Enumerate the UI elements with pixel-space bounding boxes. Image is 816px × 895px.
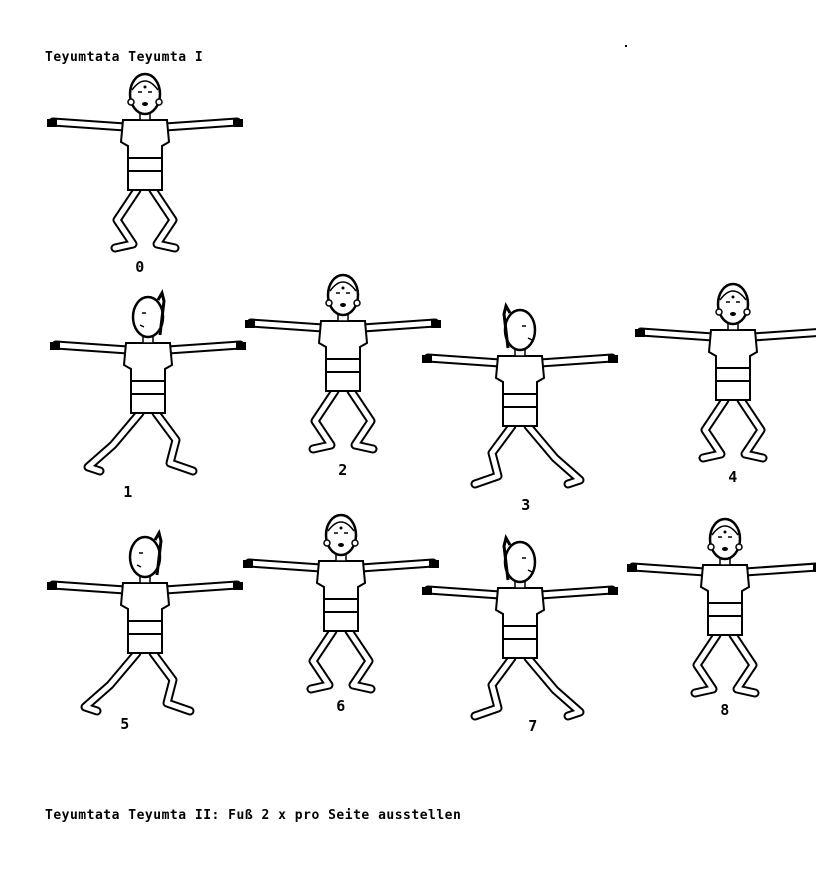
hand-icon — [47, 119, 57, 127]
hand-icon — [422, 355, 432, 363]
dancer-figure-7 — [422, 534, 618, 721]
diagram-title: Teyumtata Teyumta I — [45, 50, 204, 65]
figure-number-0: 0 — [135, 258, 145, 276]
stray-dot — [625, 45, 627, 47]
hand-icon — [422, 587, 432, 595]
dancer-figure-0 — [47, 72, 243, 253]
hand-icon — [245, 320, 255, 328]
figure-number-6: 6 — [336, 697, 346, 715]
dancer-figure-8 — [627, 517, 816, 698]
figure-number-7: 7 — [528, 717, 538, 735]
figure-number-1: 1 — [123, 483, 133, 501]
figure-number-5: 5 — [120, 715, 130, 733]
figure-number-3: 3 — [521, 496, 531, 514]
hand-icon — [627, 564, 637, 572]
hand-icon — [47, 582, 57, 590]
figure-number-2: 2 — [338, 461, 348, 479]
dancer-figure-2 — [245, 273, 441, 454]
hand-icon — [50, 342, 60, 350]
dancer-figure-6 — [243, 513, 439, 694]
dancer-figure-1 — [50, 289, 246, 476]
diagram-caption: Teyumtata Teyumta II: Fuß 2 x pro Seite … — [45, 808, 462, 823]
dancer-figure-3 — [422, 302, 618, 489]
dancer-figure-5 — [47, 529, 243, 716]
hand-icon — [635, 329, 645, 337]
dancer-figure-4 — [635, 282, 816, 463]
hand-icon — [243, 560, 253, 568]
figure-number-8: 8 — [720, 701, 730, 719]
figure-number-4: 4 — [728, 468, 738, 486]
